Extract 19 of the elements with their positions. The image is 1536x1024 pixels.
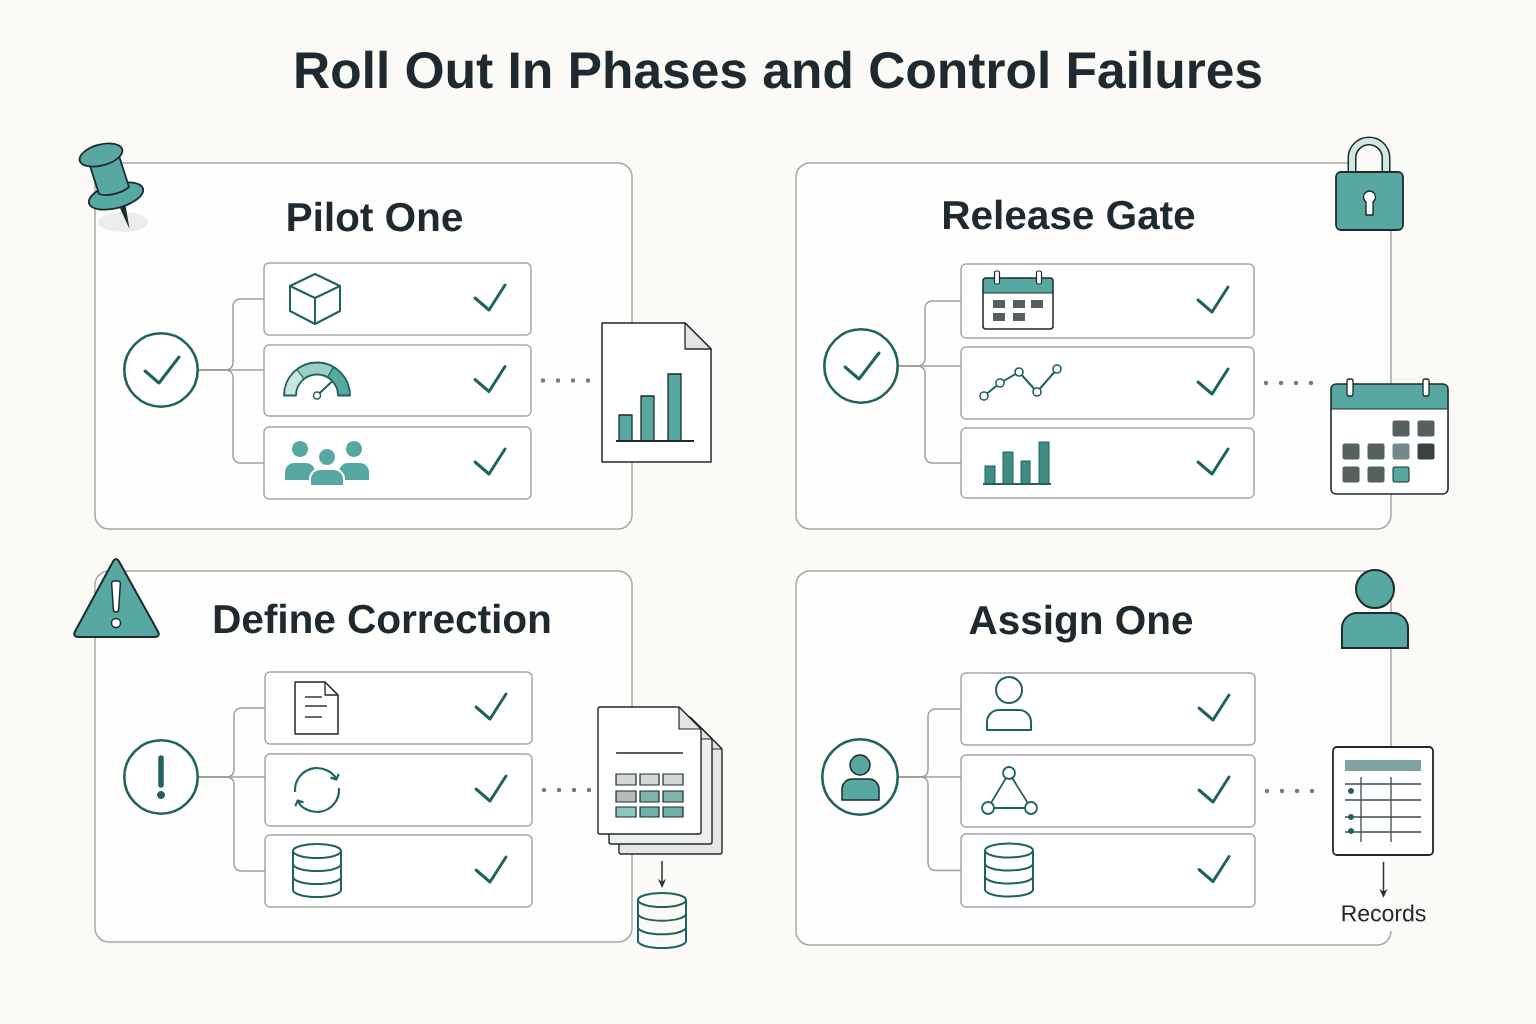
dotted-connector — [1264, 788, 1316, 794]
title: Roll Out In Phases and Control Failures — [296, 50, 1261, 89]
output-label: Records — [1339, 903, 1428, 923]
dotted-connector — [540, 378, 592, 383]
dotted-connector — [1263, 380, 1315, 386]
panel-title: Assign One — [969, 604, 1193, 643]
connector-line — [898, 365, 962, 464]
connector-line — [898, 776, 962, 872]
panel-title: Release Gate — [944, 199, 1195, 230]
calendar-icon — [1330, 378, 1449, 495]
connector-line — [198, 776, 266, 872]
connector-line — [198, 369, 265, 464]
panel-title: Pilot One — [288, 201, 462, 232]
table-sheet-icon — [1332, 746, 1434, 856]
panel-title: Define Correction — [214, 603, 550, 634]
dotted-connector — [541, 787, 593, 793]
chart-document-icon — [601, 322, 712, 463]
database-icon — [637, 892, 687, 949]
document-stack-icon — [597, 706, 723, 855]
